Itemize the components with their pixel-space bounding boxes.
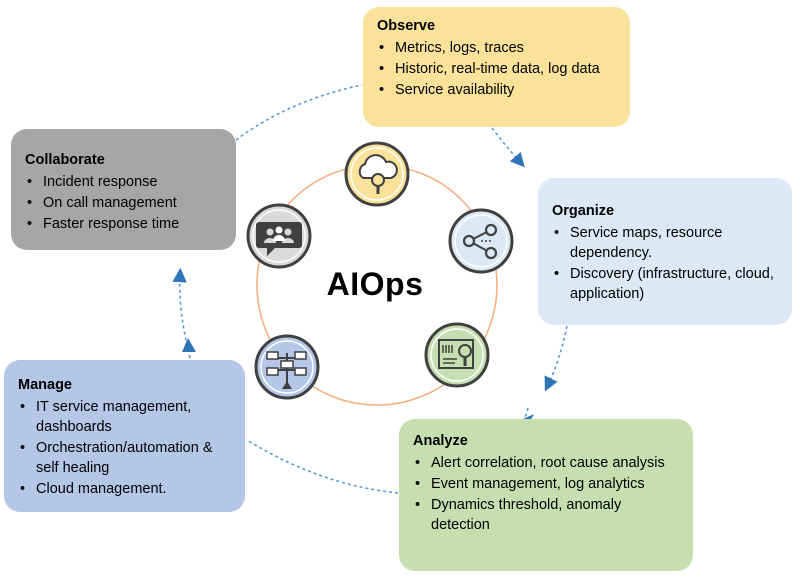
observe-box: Observe Metrics, logs, traces Historic, … [363, 7, 630, 127]
workflow-icon [254, 334, 320, 400]
center-title: AIOps [326, 266, 424, 302]
collaborate-item: On call management [25, 193, 222, 213]
analyze-item: Event management, log analytics [413, 474, 679, 494]
collaborate-box: Collaborate Incident response On call ma… [11, 129, 236, 250]
arrow-observe-to-organize [491, 127, 525, 168]
manage-box: Manage IT service management, dashboards… [4, 360, 245, 512]
collaborate-title: Collaborate [25, 152, 105, 168]
analyze-item: Alert correlation, root cause analysis [413, 453, 679, 473]
team-chat-icon [246, 203, 312, 269]
observe-item: Historic, real-time data, log data [377, 59, 616, 79]
manage-list: IT service management, dashboards Orches… [18, 397, 231, 499]
observe-item: Metrics, logs, traces [377, 38, 616, 58]
cloud-search-icon [344, 141, 410, 207]
collaborate-item: Faster response time [25, 214, 222, 234]
organize-item: Service maps, resource dependency. [552, 223, 778, 263]
analytics-search-icon [424, 322, 490, 388]
network-share-icon [448, 208, 514, 274]
analyze-list: Alert correlation, root cause analysis E… [413, 453, 679, 535]
arrow-analyze-to-manage [520, 407, 529, 426]
arrow-analyze-to-manage-curve [246, 439, 399, 494]
organize-item: Discovery (infrastructure, cloud, applic… [552, 264, 778, 304]
manage-item: IT service management, dashboards [18, 397, 231, 437]
arrow-collaborate-to-observe [235, 84, 363, 141]
analyze-item: Dynamics threshold, anomaly detection [413, 495, 679, 535]
arrow-organize-to-analyze [544, 325, 568, 392]
arrowhead-into-manage [182, 338, 196, 352]
manage-title: Manage [18, 377, 72, 393]
organize-box: Organize Service maps, resource dependen… [538, 178, 792, 325]
organize-title: Organize [552, 203, 615, 219]
organize-list: Service maps, resource dependency. Disco… [552, 223, 778, 304]
manage-item: Cloud management. [18, 479, 231, 499]
analyze-title: Analyze [413, 433, 468, 449]
collaborate-item: Incident response [25, 172, 222, 192]
observe-item: Service availability [377, 80, 616, 100]
analyze-box: Analyze Alert correlation, root cause an… [399, 419, 693, 571]
observe-list: Metrics, logs, traces Historic, real-tim… [377, 38, 616, 100]
manage-item: Orchestration/automation & self healing [18, 438, 231, 478]
collaborate-list: Incident response On call management Fas… [25, 172, 222, 234]
observe-title: Observe [377, 18, 436, 34]
